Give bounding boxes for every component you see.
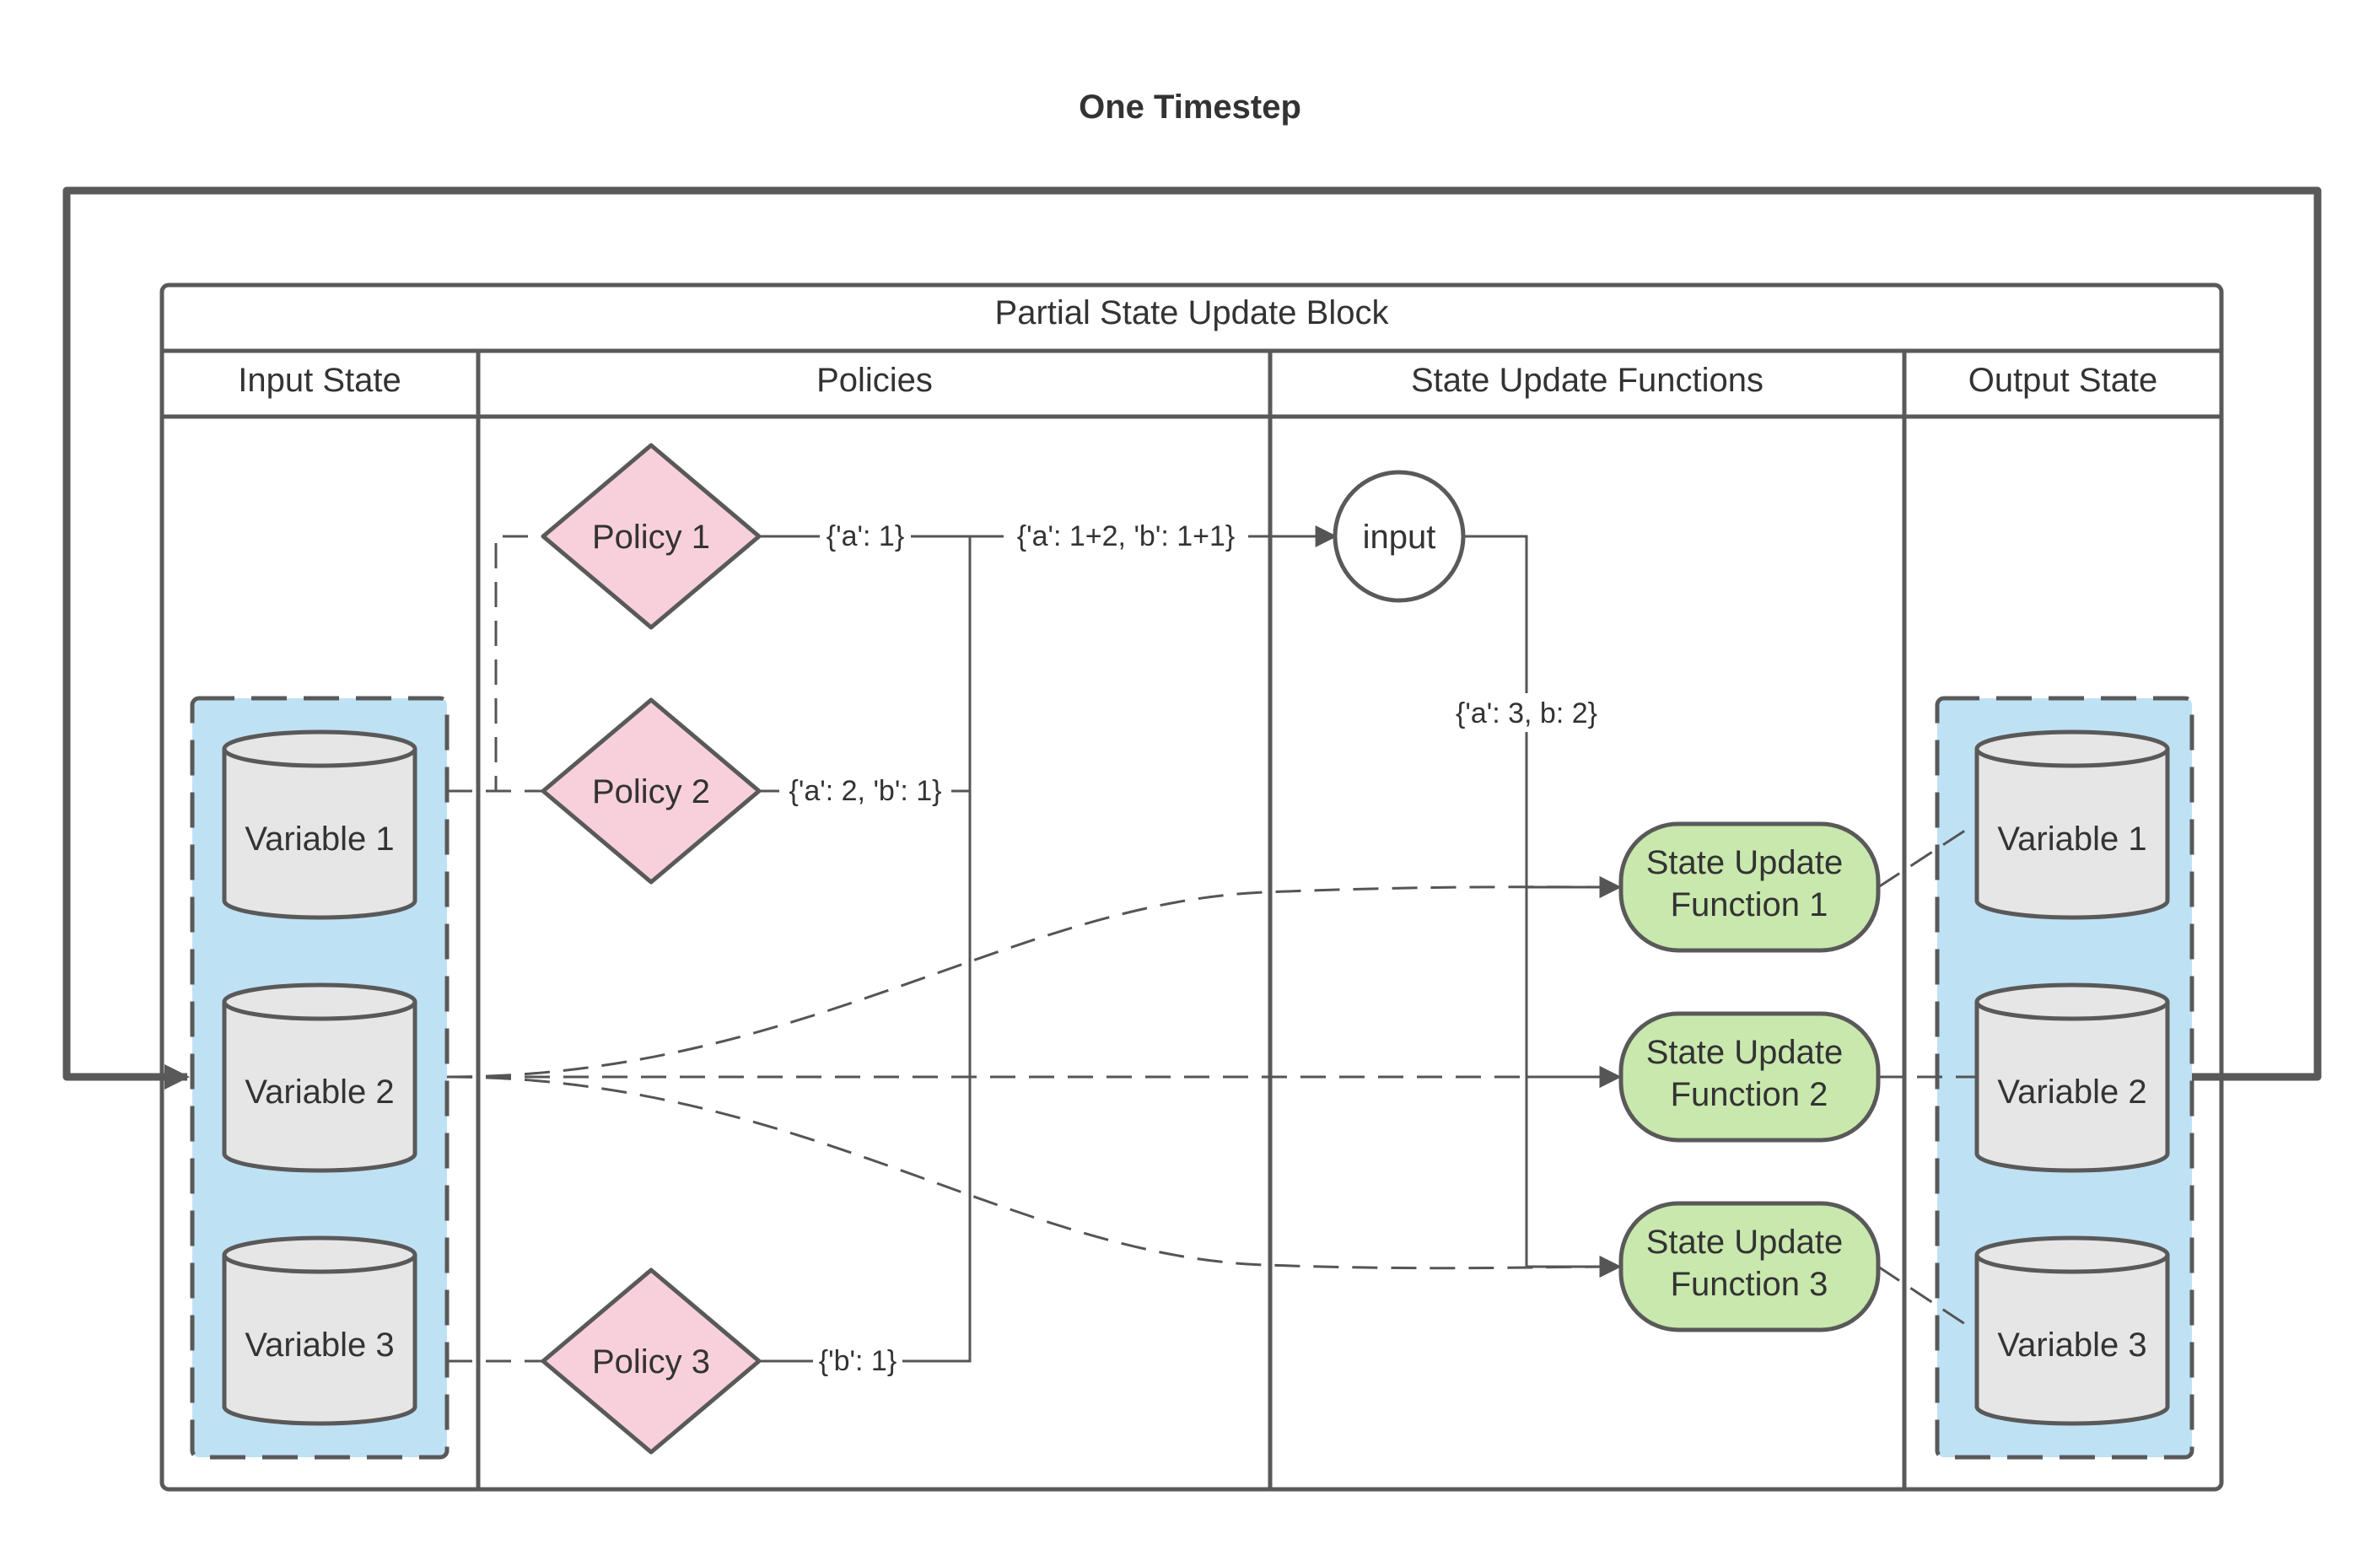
label-bg bbox=[1004, 516, 1248, 555]
edge-input-bus bbox=[1463, 535, 1528, 1267]
input-variable-1-label: Variable 1 bbox=[245, 821, 394, 858]
state-update-function-2-node: State Update Function 2 bbox=[1618, 1011, 1881, 1143]
psub-frame bbox=[159, 283, 2224, 1492]
output-variable-1-cylinder: Variable 1 bbox=[1974, 729, 2170, 920]
input-node: input bbox=[1333, 470, 1466, 603]
label-bg bbox=[813, 1341, 902, 1380]
lane-header-state-update-functions: State Update Functions bbox=[1411, 362, 1763, 399]
policy-3-node: Policy 3 bbox=[541, 1267, 762, 1455]
suf-1-label: State Update Function 1 bbox=[1646, 844, 1853, 923]
policy-2-node: Policy 2 bbox=[541, 697, 762, 885]
input-variable-1-cylinder: Variable 1 bbox=[222, 729, 417, 920]
aggregated-signal-label: {'a': 1+2, 'b': 1+1} bbox=[1017, 520, 1236, 552]
policy-3-label: Policy 3 bbox=[592, 1343, 710, 1380]
output-variable-3-label: Variable 3 bbox=[1997, 1327, 2146, 1364]
output-variable-1-label: Variable 1 bbox=[1997, 821, 2146, 858]
state-update-function-3-node: State Update Function 3 bbox=[1618, 1201, 1881, 1332]
edge-policy3-output bbox=[759, 536, 972, 1363]
suf-3-label-line2: Function 3 bbox=[1671, 1266, 1828, 1303]
input-variable-2-cylinder: Variable 2 bbox=[222, 982, 417, 1173]
output-variable-2-label: Variable 2 bbox=[1997, 1074, 2146, 1111]
input-signal-label: {'a': 3, b: 2} bbox=[1456, 697, 1597, 729]
edge-variable2-suf1 bbox=[446, 875, 1622, 1079]
diagram-title: One Timestep bbox=[1079, 89, 1301, 126]
suf-2-label-line1: State Update bbox=[1646, 1034, 1844, 1071]
suf-2-label: State Update Function 2 bbox=[1646, 1034, 1853, 1113]
input-variable-3-label: Variable 3 bbox=[245, 1327, 394, 1364]
edge-variable1-policy1 bbox=[447, 535, 542, 793]
edge-suf3-output-variable3 bbox=[1877, 1265, 1979, 1334]
edge-variable2-suf3 bbox=[446, 1075, 1622, 1278]
label-bg bbox=[820, 516, 911, 555]
suf-1-label-line2: Function 1 bbox=[1671, 886, 1828, 923]
policy-2-label: Policy 2 bbox=[592, 773, 710, 810]
timestep-loop-edge bbox=[62, 186, 2322, 1090]
state-update-function-1-node: State Update Function 1 bbox=[1618, 821, 1881, 953]
suf-1-label-line1: State Update bbox=[1646, 844, 1844, 881]
policy3-output-label: {'b': 1} bbox=[819, 1345, 897, 1377]
policy-1-node: Policy 1 bbox=[541, 443, 762, 630]
suf-3-label: State Update Function 3 bbox=[1646, 1224, 1853, 1303]
lane-header-output-state: Output State bbox=[1968, 362, 2158, 399]
policy-1-label: Policy 1 bbox=[592, 519, 710, 556]
input-variable-2-label: Variable 2 bbox=[245, 1074, 394, 1111]
label-bg bbox=[1442, 693, 1611, 732]
lane-header-policies: Policies bbox=[816, 362, 933, 399]
policy2-output-label: {'a': 2, 'b': 1} bbox=[789, 775, 942, 807]
input-variable-3-cylinder: Variable 3 bbox=[222, 1235, 417, 1426]
suf-2-label-line2: Function 2 bbox=[1671, 1076, 1828, 1113]
output-variable-3-cylinder: Variable 3 bbox=[1974, 1235, 2170, 1426]
edge-suf1-output-variable1 bbox=[1877, 821, 1979, 889]
output-variable-2-cylinder: Variable 2 bbox=[1974, 982, 2170, 1173]
label-bg bbox=[779, 771, 951, 810]
psub-title: Partial State Update Block bbox=[995, 294, 1390, 331]
suf-3-label-line1: State Update bbox=[1646, 1224, 1844, 1261]
input-node-label: input bbox=[1363, 519, 1436, 556]
lane-header-input-state: Input State bbox=[238, 362, 401, 399]
policy1-output-label: {'a': 1} bbox=[827, 520, 904, 552]
edge-policy2-output bbox=[759, 536, 972, 793]
